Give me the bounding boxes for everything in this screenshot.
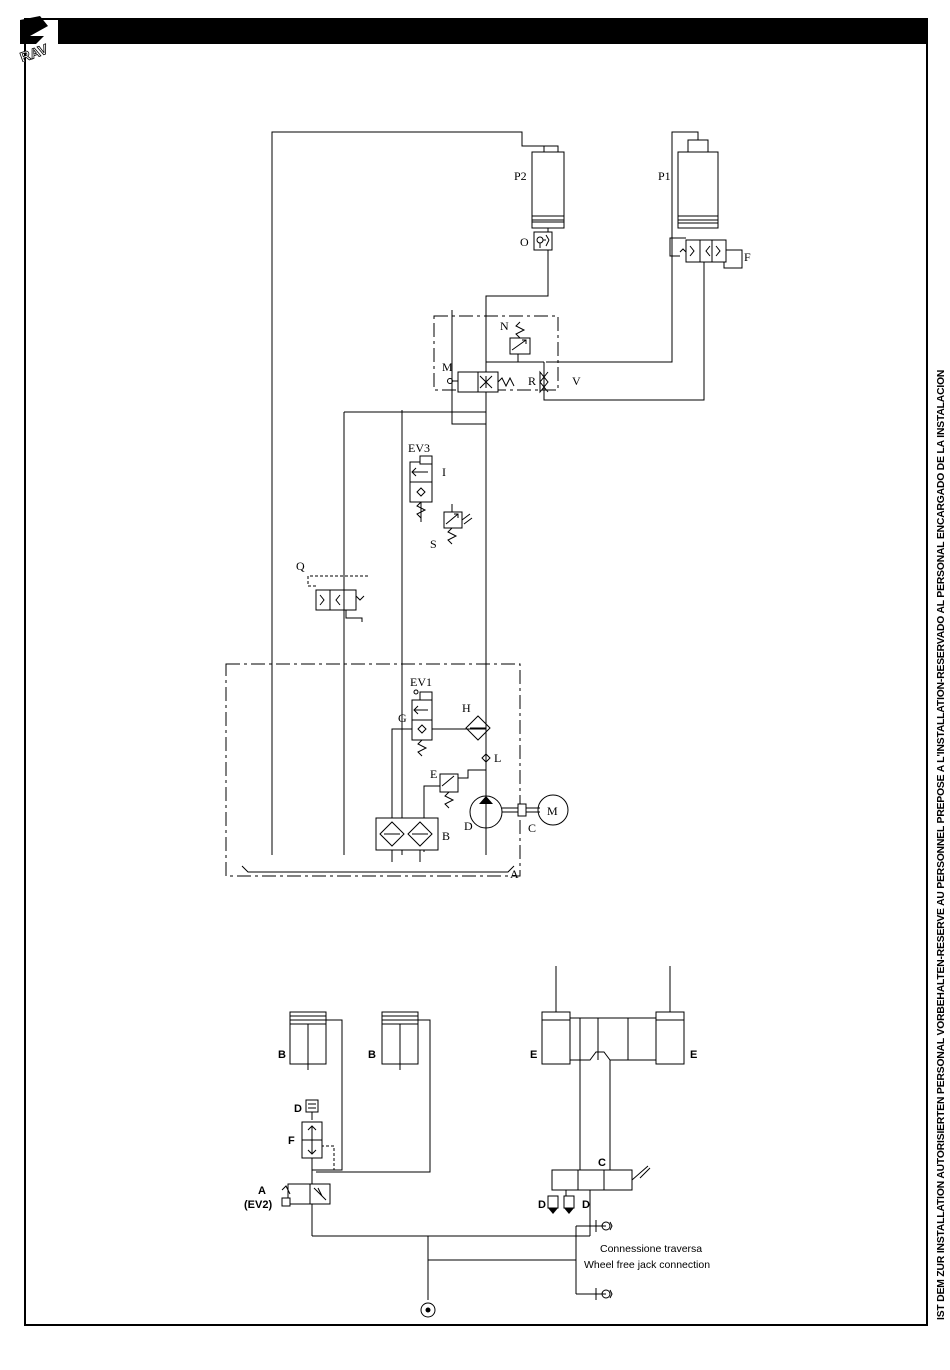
label-a: A — [510, 867, 519, 881]
label-v: V — [572, 374, 581, 388]
label-i: I — [442, 465, 446, 479]
label-e1: E — [530, 1049, 537, 1061]
top-piping — [272, 132, 704, 855]
label-d-top: D — [294, 1103, 302, 1115]
label-l: L — [494, 751, 501, 765]
label-m: M — [442, 360, 453, 374]
label-g: G — [398, 711, 407, 725]
cylinder-b2 — [382, 1012, 418, 1070]
label-ev1: EV1 — [410, 675, 432, 689]
cylinder-p1 — [678, 140, 718, 228]
vent-d-top — [306, 1100, 318, 1120]
label-d: D — [464, 819, 473, 833]
diagram-labels: P2 P1 O F N M R V EV3 I S Q EV1 G H L E … — [244, 169, 751, 1271]
label-f: F — [744, 250, 751, 264]
top-diagram — [226, 132, 742, 876]
label-q: Q — [296, 559, 305, 573]
vent-d-left — [548, 1196, 558, 1214]
label-s: S — [430, 537, 437, 551]
label-d-right: D — [582, 1199, 590, 1211]
label-n: N — [500, 319, 509, 333]
label-b1: B — [278, 1049, 286, 1061]
label-h: H — [462, 701, 471, 715]
label-ev2: (EV2) — [244, 1199, 272, 1211]
label-e: E — [430, 767, 437, 781]
label-f-bottom: F — [288, 1135, 295, 1147]
valve-ev3 — [410, 456, 432, 522]
label-a-bottom: A — [258, 1185, 266, 1197]
label-c-bottom: C — [598, 1157, 606, 1169]
power-unit — [226, 664, 568, 876]
cylinder-e-left — [542, 966, 570, 1064]
switch-s — [444, 504, 472, 544]
valve-a-ev2 — [282, 1184, 330, 1236]
label-p1: P1 — [658, 169, 671, 183]
label-b: B — [442, 829, 450, 843]
cylinder-e-right — [656, 966, 684, 1064]
vent-d-right — [564, 1196, 574, 1214]
label-c: C — [528, 821, 536, 835]
valve-o — [534, 232, 552, 250]
valve-f — [670, 238, 742, 268]
connection-label-it: Connessione traversa — [600, 1243, 702, 1255]
connection-label-en: Wheel free jack connection — [584, 1259, 710, 1271]
label-motor: M — [547, 804, 558, 818]
label-b2: B — [368, 1049, 376, 1061]
connector-bottom — [596, 1288, 612, 1300]
connector-top — [596, 1220, 612, 1232]
label-r: R — [528, 374, 536, 388]
cylinder-p2 — [532, 146, 564, 232]
cylinder-b1 — [290, 1012, 326, 1070]
label-o: O — [520, 235, 529, 249]
valve-f-bottom — [302, 1122, 322, 1184]
label-e2: E — [690, 1049, 697, 1061]
valve-block — [434, 316, 558, 392]
label-d-left: D — [538, 1199, 546, 1211]
valve-q — [308, 576, 370, 622]
label-p2: P2 — [514, 169, 527, 183]
label-ev3: EV3 — [408, 441, 430, 455]
